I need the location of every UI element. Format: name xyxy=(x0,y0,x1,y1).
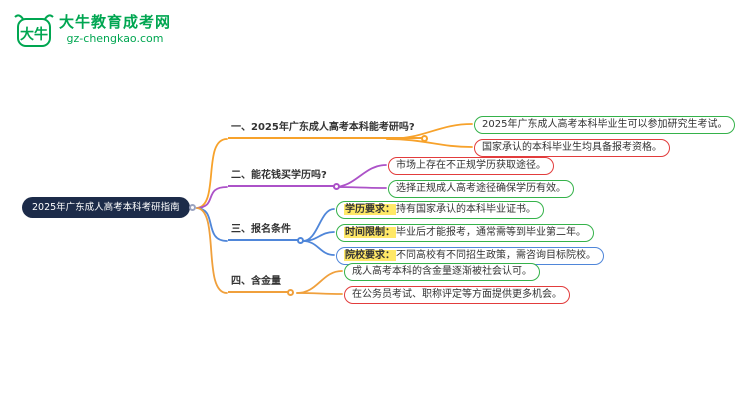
leaf-text: 市场上存在不正规学历获取途径。 xyxy=(396,160,546,171)
branch-3-node-dot xyxy=(297,237,304,244)
branch-4-leaf-2: 在公务员考试、职称评定等方面提供更多机会。 xyxy=(344,286,570,304)
leaf-text: 成人高考本科的含金量逐渐被社会认可。 xyxy=(352,266,532,277)
connector-root-branch3 xyxy=(196,207,228,242)
branch-2-leaf-1: 市场上存在不正规学历获取途径。 xyxy=(388,157,554,175)
leaf-lead-highlight: 院校要求： xyxy=(344,250,396,261)
branch-3-leaf-3: 院校要求：不同高校有不同招生政策，需咨询目标院校。 xyxy=(336,247,604,265)
bull-logo-icon: 大牛 xyxy=(14,14,54,47)
connector-branch1-child2 xyxy=(386,138,473,148)
leaf-lead-highlight: 学历要求： xyxy=(344,204,396,215)
leaf-text: 持有国家承认的本科毕业证书。 xyxy=(396,204,536,215)
connector-branch4-child2 xyxy=(296,292,343,295)
branch-1-node-dot xyxy=(420,135,428,142)
branch-4-topic: 四、含金量 xyxy=(228,275,294,296)
branch-2-topic: 二、能花钱买学历吗? xyxy=(228,169,340,190)
branch-4-node-dot xyxy=(287,289,294,296)
logo-domain: gz-chengkao.com xyxy=(66,32,164,45)
root-topic: 2025年广东成人高考本科考研指南 xyxy=(22,197,196,218)
connector-branch3-child2 xyxy=(302,231,335,242)
connector-branch2-child1 xyxy=(333,164,387,188)
branch-1-leaf-1: 2025年广东成人高考本科毕业生可以参加研究生考试。 xyxy=(474,116,736,134)
connector-root-branch2 xyxy=(196,186,228,209)
connector-branch4-child1 xyxy=(296,270,343,294)
connector-branch3-child3 xyxy=(302,240,335,256)
branch-3-leaf-2: 时间限制：毕业后才能报考，通常需等到毕业第二年。 xyxy=(336,224,594,242)
logo-title: 大牛教育成考网 xyxy=(59,13,172,31)
connector-root-branch4 xyxy=(196,207,228,294)
leaf-text: 在公务员考试、职称评定等方面提供更多机会。 xyxy=(352,289,562,300)
connector-branch3-child1 xyxy=(302,208,335,242)
branch-1-leaf-2: 国家承认的本科毕业生均具备报考资格。 xyxy=(474,139,670,157)
branch-2-node-dot xyxy=(332,183,340,190)
leaf-text: 不同高校有不同招生政策，需咨询目标院校。 xyxy=(396,250,596,261)
leaf-text: 选择正规成人高考途径确保学历有效。 xyxy=(396,183,566,194)
leaf-lead-highlight: 时间限制： xyxy=(344,227,396,238)
branch-4-topic-text: 四、含金量 xyxy=(231,276,281,287)
root-topic-text: 2025年广东成人高考本科考研指南 xyxy=(32,202,180,213)
branch-3-leaf-1: 学历要求：持有国家承认的本科毕业证书。 xyxy=(336,201,544,219)
connector-root-branch1 xyxy=(196,138,228,209)
leaf-text: 毕业后才能报考，通常需等到毕业第二年。 xyxy=(396,227,586,238)
branch-1-topic: 一、2025年广东成人高考本科能考研吗? xyxy=(228,121,428,142)
branch-1-topic-text: 一、2025年广东成人高考本科能考研吗? xyxy=(231,122,415,133)
leaf-text: 国家承认的本科毕业生均具备报考资格。 xyxy=(482,142,662,153)
branch-3-topic-text: 三、报名条件 xyxy=(231,224,291,235)
leaf-text: 2025年广东成人高考本科毕业生可以参加研究生考试。 xyxy=(482,119,728,130)
branch-2-topic-text: 二、能花钱买学历吗? xyxy=(231,170,327,181)
branch-3-topic: 三、报名条件 xyxy=(228,223,304,244)
site-logo: 大牛 大牛教育成考网 gz-chengkao.com xyxy=(14,12,171,50)
root-node-dot xyxy=(188,203,196,211)
svg-text:大牛: 大牛 xyxy=(20,26,48,43)
branch-2-leaf-2: 选择正规成人高考途径确保学历有效。 xyxy=(388,180,574,198)
branch-4-leaf-1: 成人高考本科的含金量逐渐被社会认可。 xyxy=(344,263,540,281)
connector-branch2-child2 xyxy=(333,186,387,189)
